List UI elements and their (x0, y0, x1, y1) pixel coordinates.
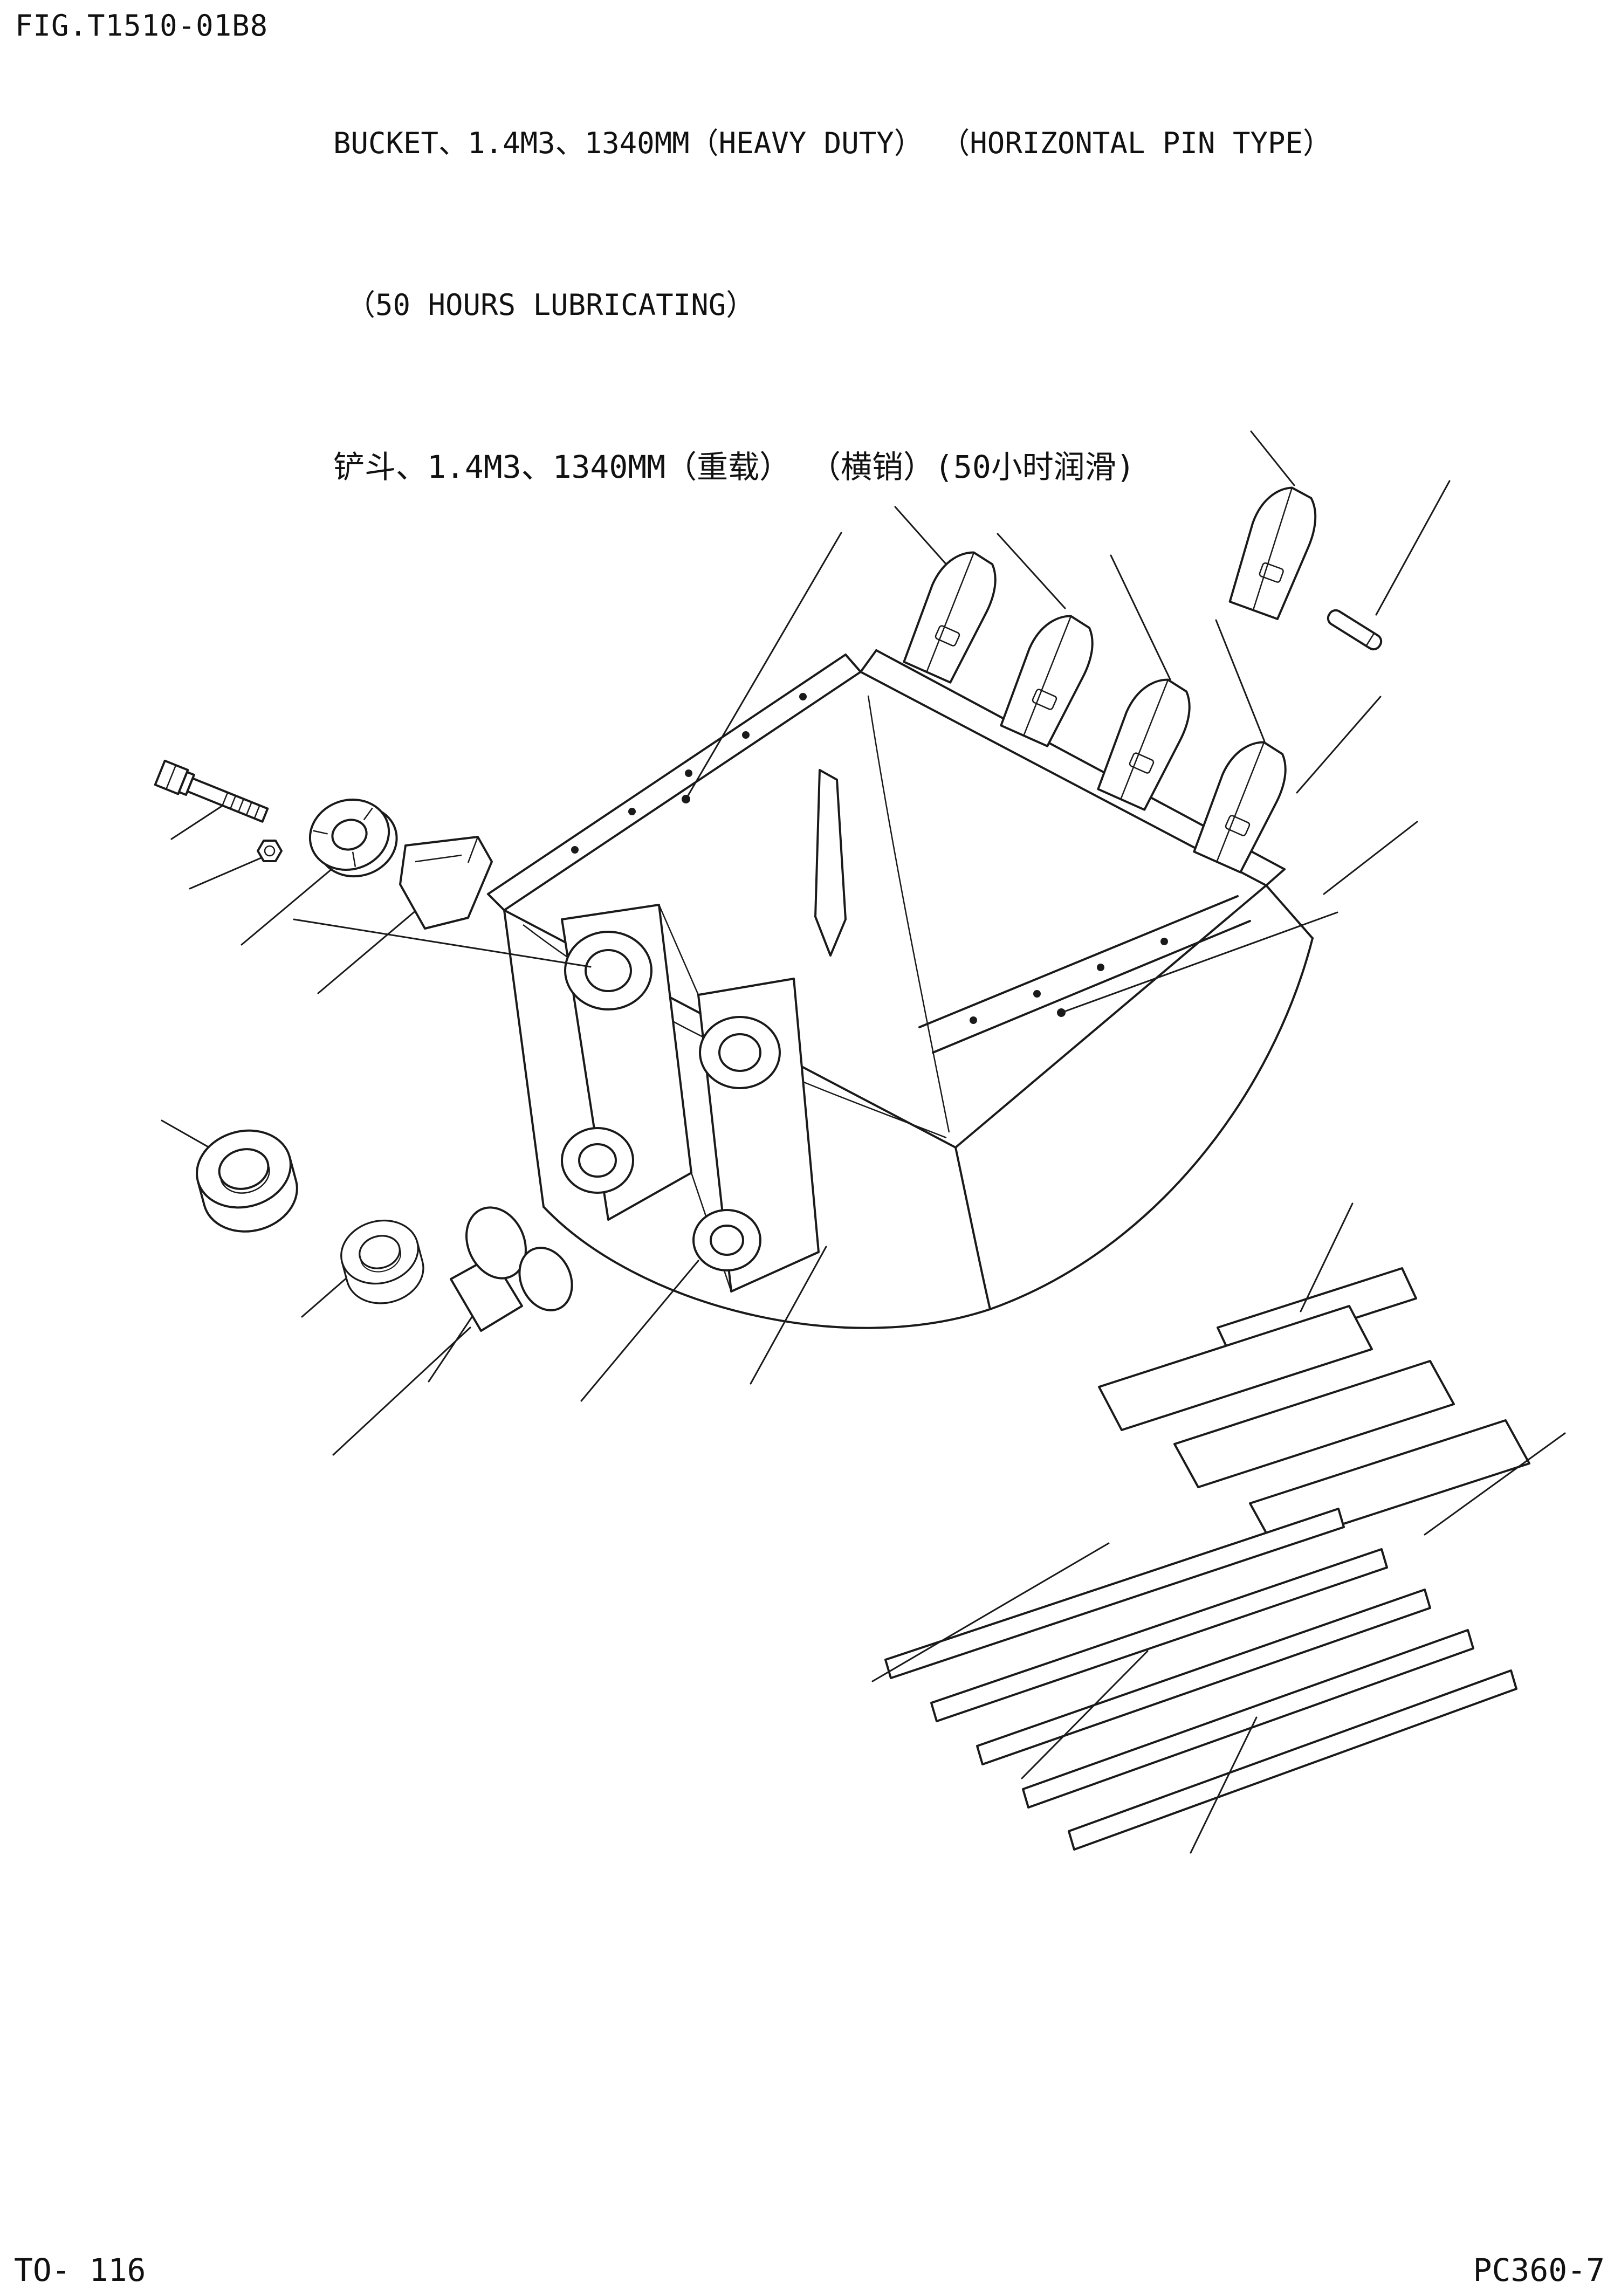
footer-page-ref: TO- 116 (14, 2252, 146, 2288)
hinge-lugs (561, 904, 820, 1293)
footer-model: PC360-7 (1473, 2252, 1605, 2288)
bushing-small (340, 1219, 424, 1304)
seal-kit (450, 1206, 573, 1332)
mounting-bolt (154, 759, 269, 823)
bucket-tooth (898, 541, 1008, 686)
leader-lines (161, 430, 1566, 1854)
title-english: BUCKET、1.4M3、1340MM（HEAVY DUTY） （HORIZON… (333, 126, 1332, 160)
figure-id: FIG.T1510-01B8 (15, 9, 269, 43)
bucket-tooth (1188, 731, 1298, 876)
bucket-tooth (995, 604, 1105, 750)
bushing-large (196, 1129, 298, 1233)
bucket-tooth (1092, 668, 1202, 813)
tooth-pin (1327, 609, 1383, 651)
wear-plate-stack (884, 1267, 1530, 1851)
bucket-body (487, 649, 1314, 1329)
title-chinese: 铲斗、1.4M3、1340MM（重载） （横销）(50小时润滑) (333, 449, 1135, 485)
page-title-block: BUCKET、1.4M3、1340MM（HEAVY DUTY） （HORIZON… (333, 9, 1332, 602)
bucket-teeth (898, 478, 1327, 876)
title-english-sub: （50 HOURS LUBRICATING） (346, 288, 755, 322)
shim-plate (399, 836, 493, 930)
nut (257, 840, 283, 862)
center-gusset (814, 769, 847, 957)
lock-plate (308, 798, 398, 878)
bucket-tooth-loose (1224, 478, 1327, 622)
